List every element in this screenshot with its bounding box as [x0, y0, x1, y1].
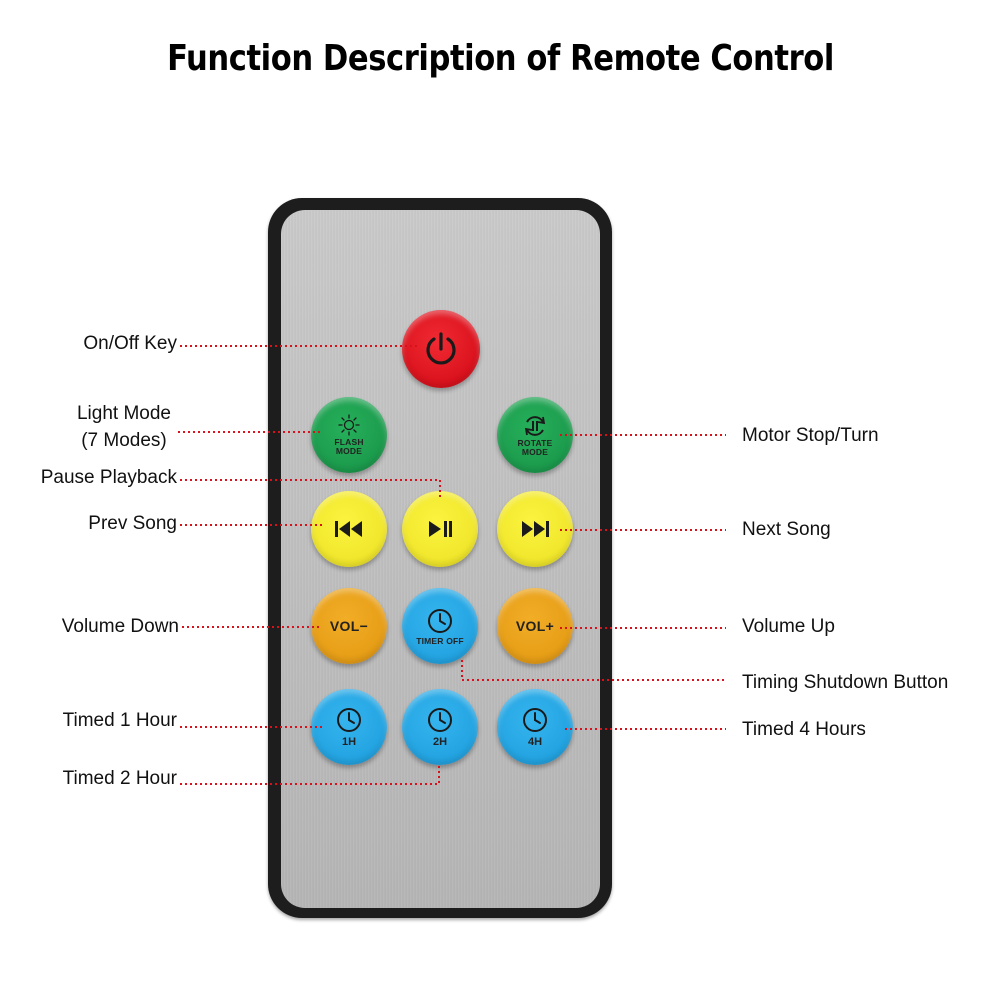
label-on-off: On/Off Key: [83, 333, 177, 354]
label-timing-shutdown: Timing Shutdown Button: [742, 672, 949, 693]
clock-icon: [337, 708, 361, 732]
label-timed-1-hour: Timed 1 Hour: [62, 710, 177, 731]
timer-off-label: TIMER OFF: [416, 635, 464, 646]
rotate-mode-button[interactable]: ROTATE MODE: [497, 397, 573, 473]
clock-icon: [428, 708, 452, 732]
label-pause-playback: Pause Playback: [40, 467, 177, 488]
skip-previous-icon: [335, 521, 362, 537]
volume-down-label: VOL−: [329, 618, 369, 634]
volume-up-label: VOL+: [515, 618, 555, 634]
prev-song-button[interactable]: [311, 491, 387, 567]
timer-4h-label: 4H: [527, 736, 543, 748]
play-pause-button[interactable]: [402, 491, 478, 567]
power-button[interactable]: [402, 310, 480, 388]
sun-icon: [338, 414, 360, 436]
timer-off-button[interactable]: TIMER OFF: [402, 588, 478, 664]
timer-2h-button[interactable]: 2H: [402, 689, 478, 765]
label-light-mode-count: (7 Modes): [81, 430, 167, 451]
label-light-mode: Light Mode: [76, 403, 171, 424]
label-next-song: Next Song: [742, 519, 831, 540]
skip-next-icon: [522, 521, 549, 537]
flash-mode-button[interactable]: FLASH MODE: [311, 397, 387, 473]
next-song-button[interactable]: [497, 491, 573, 567]
label-volume-down: Volume Down: [61, 616, 179, 637]
flash-mode-label: FLASH MODE: [334, 437, 364, 456]
timer-1h-label: 1H: [341, 736, 357, 748]
label-volume-up: Volume Up: [742, 616, 835, 637]
clock-icon: [428, 608, 452, 633]
label-timed-4-hours: Timed 4 Hours: [742, 719, 866, 740]
volume-up-button[interactable]: VOL+: [497, 588, 573, 664]
clock-icon: [523, 708, 547, 732]
timer-4h-button[interactable]: 4H: [497, 689, 573, 765]
timer-1h-button[interactable]: 1H: [311, 689, 387, 765]
play-pause-icon: [429, 521, 452, 537]
label-prev-song: Prev Song: [88, 513, 177, 534]
timer-2h-label: 2H: [432, 736, 448, 748]
label-motor-stop-turn: Motor Stop/Turn: [742, 425, 879, 446]
label-timed-2-hour: Timed 2 Hour: [62, 768, 177, 789]
rotate-mode-label: ROTATE MODE: [517, 437, 553, 457]
volume-down-button[interactable]: VOL−: [311, 588, 387, 664]
power-icon: [426, 332, 456, 365]
page-title: Function Description of Remote Control: [167, 38, 834, 79]
rotate-pause-icon: [524, 415, 546, 436]
